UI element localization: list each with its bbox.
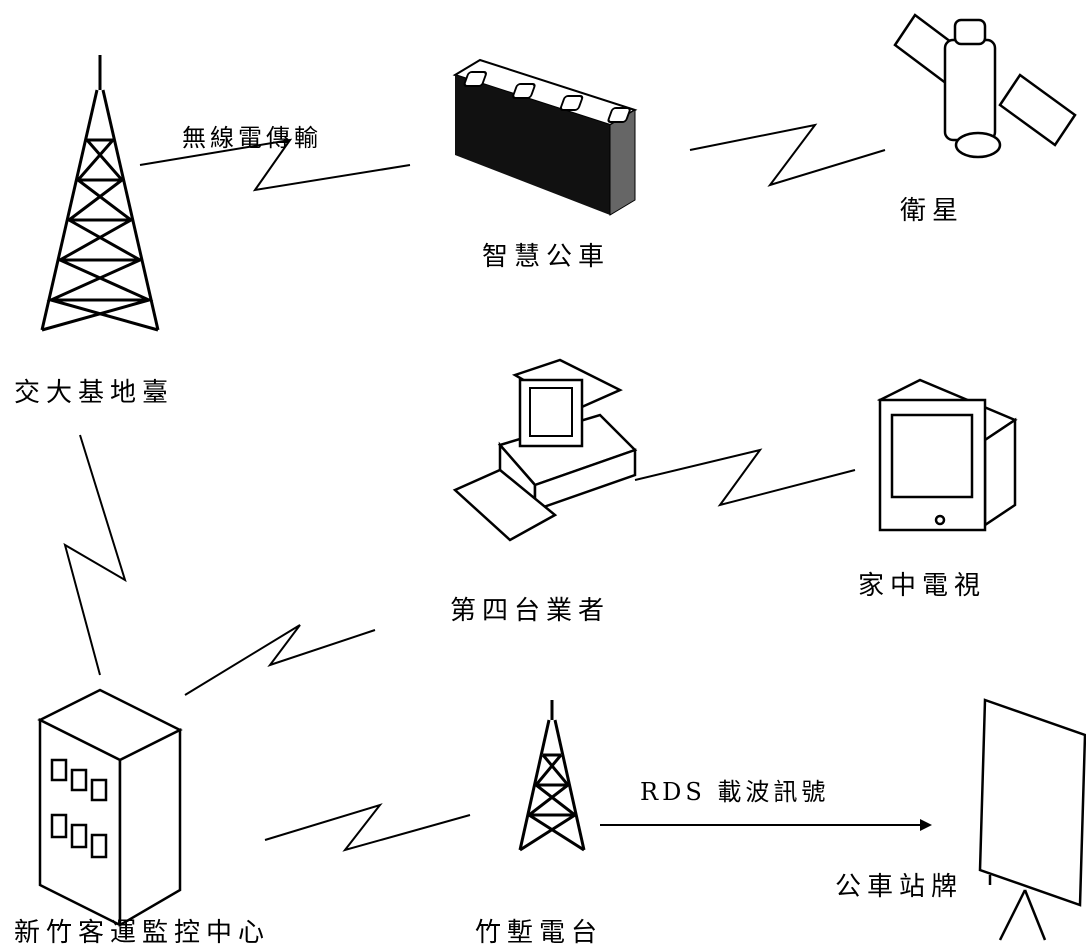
smart-bus-icon xyxy=(452,58,638,216)
nctu-base-station-label: 交大基地臺 xyxy=(14,378,175,408)
home-tv-label: 家中電視 xyxy=(858,571,987,601)
link-tower-center xyxy=(63,434,127,676)
smart-bus-label: 智慧公車 xyxy=(482,242,611,272)
nctu-tower-icon xyxy=(40,55,160,332)
wireless-transmission-label: 無線電傳輸 xyxy=(182,124,322,152)
fourth-operator-label: 第四台業者 xyxy=(450,596,611,626)
link-tower-bus xyxy=(139,138,411,192)
link-center-operator xyxy=(184,624,376,696)
bus-stop-sign-icon xyxy=(978,698,1086,941)
satellite-icon xyxy=(893,13,1077,159)
building-icon xyxy=(37,688,183,928)
link-center-radio xyxy=(264,803,471,852)
tv-icon xyxy=(876,378,1018,532)
rds-carrier-signal-label: RDS 載波訊號 xyxy=(640,778,830,806)
control-center-label: 新竹客運監控中心 xyxy=(14,918,271,948)
link-operator-tv xyxy=(634,448,856,507)
satellite-label: 衛星 xyxy=(900,196,965,226)
computer-icon xyxy=(452,358,638,542)
bus-stop-sign-label: 公車站牌 xyxy=(835,872,964,902)
link-bus-satellite xyxy=(689,123,886,187)
radio-tower-icon xyxy=(518,700,586,852)
radio-station-label: 竹塹電台 xyxy=(475,918,604,948)
